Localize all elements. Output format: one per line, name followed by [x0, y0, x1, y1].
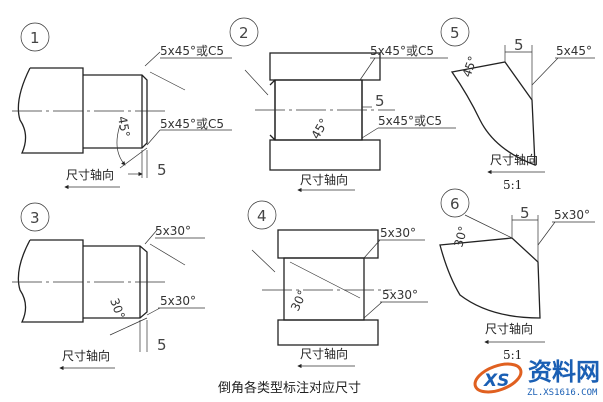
dimension-label: 5x45° [556, 44, 592, 58]
watermark-logo: XS 资料网 ZL.XS1616.COM [473, 358, 600, 398]
scale-label: 5:1 [503, 178, 522, 192]
panel-number: 1 [30, 29, 40, 47]
panel-2: 2 5x45°或C5 5 5x45°或C5 45° 尺寸轴向 [229, 17, 456, 193]
angle-label: 30° [288, 288, 310, 313]
panel-number: 6 [450, 195, 460, 213]
length-label: 5 [157, 161, 167, 179]
hatched-section [450, 61, 536, 166]
length-label: 5 [157, 336, 167, 354]
panel-number: 4 [257, 207, 267, 225]
length-label: 5 [375, 92, 385, 110]
panel-5: 5 5 5x45° 45° 尺寸轴向 5:1 [440, 17, 595, 192]
panel-3: 3 5x30° 5x30° 30° 5 尺寸轴向 [12, 202, 205, 371]
axis-direction-label: 尺寸轴向 [300, 346, 348, 361]
scale-label: 5:1 [503, 348, 522, 362]
length-label: 5 [520, 204, 530, 222]
axis-direction-label: 尺寸轴向 [485, 321, 533, 336]
angle-label: 45° [308, 116, 331, 141]
panel-1: 1 5x45°或C5 5x45°或C5 45° 5 尺寸轴向 [12, 22, 232, 190]
dimension-label-bottom: 5x45°或C5 [160, 117, 224, 131]
caption: 倒角各类型标注对应尺寸 [218, 380, 361, 396]
dimension-label-top: 5x45°或C5 [370, 44, 434, 58]
axis-direction-label: 尺寸轴向 [66, 167, 114, 182]
svg-text:XS: XS [483, 371, 509, 391]
shaft-chamfered-end [83, 74, 148, 149]
angle-label: 45° [460, 54, 480, 79]
watermark-url: ZL.XS1616.COM [527, 388, 598, 398]
angle-label: 30° [107, 296, 127, 321]
axis-direction-label: 尺寸轴向 [300, 172, 348, 187]
dimension-label-bottom: 5x45°或C5 [378, 114, 442, 128]
panel-4: 4 5x30° 5x30° 30° 尺寸轴向 [247, 200, 428, 369]
dimension-label-top: 5x45°或C5 [160, 44, 224, 58]
axis-direction-label: 尺寸轴向 [62, 348, 110, 363]
dimension-label-bottom: 5x30° [382, 288, 418, 302]
panel-6: 6 5 5x30° 30° 尺寸轴向 5:1 [439, 188, 595, 362]
panel-number: 5 [450, 24, 460, 42]
dimension-label-top: 5x30° [155, 224, 191, 238]
angle-label: 45° [115, 115, 132, 138]
dimension-label: 5x30° [554, 208, 590, 222]
length-label: 5 [514, 36, 524, 54]
dimension-label-top: 5x30° [380, 226, 416, 240]
panel-number: 3 [30, 209, 40, 227]
hatched-wall-top [269, 52, 381, 81]
hatched-wall-bottom [269, 139, 381, 171]
shaft-large [17, 67, 84, 154]
dimension-label-bottom: 5x30° [160, 294, 196, 308]
watermark-name: 资料网 [528, 358, 600, 386]
panel-number: 2 [239, 24, 249, 42]
axis-direction-label: 尺寸轴向 [490, 152, 538, 167]
angle-label: 30° [451, 225, 470, 249]
panel-number-circle [20, 22, 50, 52]
